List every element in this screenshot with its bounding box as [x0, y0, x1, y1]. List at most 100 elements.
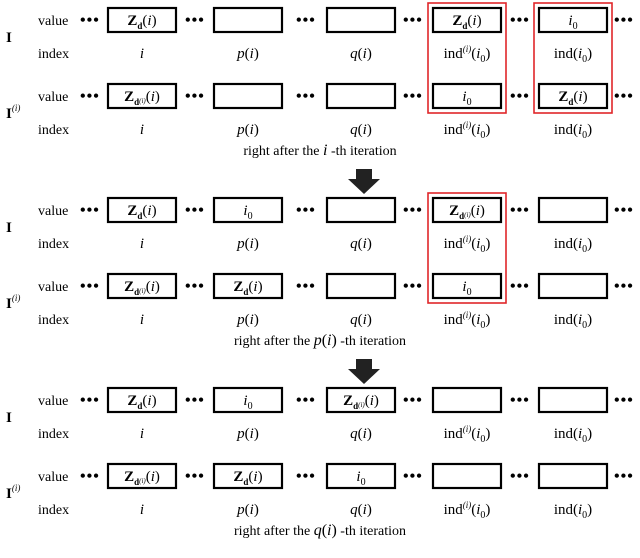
index-value: q(i): [350, 312, 372, 328]
cell-value: Zd(i)(i): [124, 89, 160, 107]
array-cell: [431, 386, 503, 414]
ellipsis-dots: •••: [296, 392, 316, 409]
index-value: ind(i)(i0): [444, 310, 491, 331]
array-cell: [431, 196, 503, 224]
cell-value: i0: [356, 469, 365, 488]
array-cell: [106, 6, 178, 34]
ellipsis-dots: •••: [80, 468, 100, 485]
ellipsis-dots: •••: [403, 392, 423, 409]
ellipsis-dots: •••: [80, 278, 100, 295]
index-value: i: [140, 122, 144, 138]
index-value: q(i): [350, 426, 372, 442]
index-value: ind(i)(i0): [444, 120, 491, 141]
index-label: index: [38, 237, 69, 252]
cell-value: Zd(i): [452, 13, 481, 31]
cell-value: Zd(i): [233, 279, 262, 297]
ellipsis-dots: •••: [296, 202, 316, 219]
ellipsis-dots: •••: [296, 88, 316, 105]
ellipsis-dots: •••: [614, 278, 634, 295]
array-cell: [212, 82, 284, 110]
array-cell: [325, 82, 397, 110]
ellipsis-dots: •••: [403, 278, 423, 295]
ellipsis-dots: •••: [403, 202, 423, 219]
array-cell: [431, 6, 503, 34]
cell-value: i0: [568, 13, 577, 32]
array-cell: [537, 196, 609, 224]
ellipsis-dots: •••: [510, 392, 530, 409]
stage-caption: right after the i -th iteration: [243, 142, 396, 159]
value-label: value: [38, 280, 68, 295]
array-cell: [325, 462, 397, 490]
array-cell: [431, 272, 503, 300]
index-value: ind(i0): [554, 236, 592, 255]
down-arrow-icon: [348, 359, 380, 384]
row-I-stage-3: Ivalueindex••••••••••••••••••Zd(i)ii0p(i…: [6, 386, 633, 445]
index-value: ind(i0): [554, 502, 592, 521]
array-cell: [106, 196, 178, 224]
cell-value: Zd(i): [233, 469, 262, 487]
ellipsis-dots: •••: [296, 278, 316, 295]
index-label: index: [38, 503, 69, 518]
array-cell: [431, 462, 503, 490]
value-label: value: [38, 14, 68, 29]
array-cell: [537, 386, 609, 414]
ellipsis-dots: •••: [80, 88, 100, 105]
cell-value: Zd(i): [127, 13, 156, 31]
index-value: i: [140, 46, 144, 62]
ellipsis-dots: •••: [80, 392, 100, 409]
index-value: p(i): [236, 312, 259, 328]
index-value: p(i): [236, 502, 259, 518]
index-value: q(i): [350, 122, 372, 138]
cell-value: i0: [462, 89, 471, 108]
array-cell: [325, 272, 397, 300]
index-value: ind(i)(i0): [444, 44, 491, 65]
ellipsis-dots: •••: [80, 202, 100, 219]
array-cell: [212, 386, 284, 414]
cell-value: i0: [243, 393, 252, 412]
ellipsis-dots: •••: [185, 278, 205, 295]
array-cell: [106, 386, 178, 414]
ellipsis-dots: •••: [510, 468, 530, 485]
index-value: i: [140, 426, 144, 442]
row-title: I: [6, 410, 12, 426]
down-arrow-icon: [348, 169, 380, 194]
row-title: I: [6, 220, 12, 236]
array-cell: [325, 6, 397, 34]
index-value: ind(i0): [554, 312, 592, 331]
ellipsis-dots: •••: [185, 202, 205, 219]
array-cell: [212, 272, 284, 300]
row-I-i-stage-2: I(i)valueindex••••••••••••••••••Zd(i)(i)…: [6, 272, 634, 331]
index-value: i: [140, 236, 144, 252]
array-cell: [537, 272, 609, 300]
ellipsis-dots: •••: [403, 468, 423, 485]
index-value: ind(i0): [554, 46, 592, 65]
value-label: value: [38, 394, 68, 409]
highlight-frame: [427, 2, 507, 114]
value-label: value: [38, 470, 68, 485]
index-label: index: [38, 47, 69, 62]
ellipsis-dots: •••: [614, 202, 634, 219]
ellipsis-dots: •••: [185, 12, 205, 29]
ellipsis-dots: •••: [510, 88, 530, 105]
ellipsis-dots: •••: [80, 12, 100, 29]
cell-value: i0: [243, 203, 252, 222]
array-cell: [537, 82, 609, 110]
array-cell: [325, 386, 397, 414]
array-cell: [537, 462, 609, 490]
array-cell: [537, 6, 609, 34]
row-title: I: [6, 30, 12, 46]
highlight-frame: [533, 2, 613, 114]
cell-value: i0: [462, 279, 471, 298]
ellipsis-dots: •••: [614, 468, 634, 485]
cell-value: Zd(i)(i): [124, 279, 160, 297]
ellipsis-dots: •••: [296, 468, 316, 485]
ellipsis-dots: •••: [510, 202, 530, 219]
index-value: ind(i)(i0): [444, 424, 491, 445]
ellipsis-dots: •••: [614, 88, 634, 105]
array-cell: [106, 82, 178, 110]
row-I-stage-2: Ivalueindex••••••••••••••••••Zd(i)ii0p(i…: [6, 196, 634, 255]
